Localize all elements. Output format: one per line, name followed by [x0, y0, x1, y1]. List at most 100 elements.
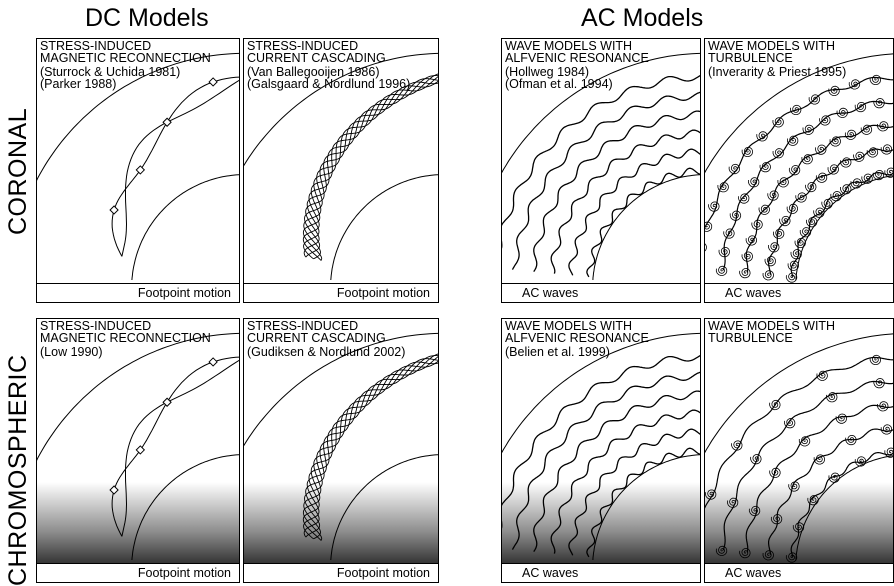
turbulent-field-line	[790, 452, 893, 558]
vortex-swirl	[853, 151, 865, 162]
vortex-swirl	[877, 121, 889, 132]
panel-footer: Footpoint motion	[244, 563, 438, 582]
reconnection-diamond	[162, 397, 172, 407]
panel-chromospheric-reconnection: STRESS-INDUCED MAGNETIC RECONNECTION(Low…	[36, 318, 240, 583]
vortex-swirl	[705, 489, 717, 500]
vortex-swirl	[767, 190, 779, 201]
vortex-swirl	[798, 436, 811, 447]
field-line-2	[121, 359, 239, 537]
vortex-swirl	[777, 177, 789, 188]
braided-strand	[303, 75, 438, 260]
vortex-swirl	[808, 94, 821, 105]
vortex-swirl	[794, 237, 806, 248]
field-line-1	[111, 356, 239, 537]
inner-boundary-arc	[131, 454, 239, 561]
vortex-swirl	[762, 270, 774, 281]
footer-label: AC waves	[725, 566, 782, 580]
wave-field-line	[533, 110, 700, 272]
braided-strand	[303, 80, 438, 260]
braided-strand	[304, 73, 438, 258]
wave-field-line	[586, 167, 700, 278]
reconnection-diamond	[109, 205, 119, 215]
field-line-2	[121, 79, 239, 257]
wave-field-line	[533, 390, 700, 552]
wave-field-line	[550, 409, 700, 554]
panel-footer: AC waves	[705, 563, 893, 582]
vortex-swirl	[827, 164, 839, 175]
vortex-swirl	[844, 129, 857, 140]
panel-coronal-turbulence: WAVE MODELS WITH TURBULENCE(Inverarity &…	[704, 38, 894, 303]
reconnection-diamond	[135, 445, 146, 455]
turbulent-field-line	[722, 380, 893, 551]
turbulent-field-line	[768, 428, 893, 555]
footer-label: Footpoint motion	[137, 566, 231, 580]
vortex-swirl	[758, 204, 770, 215]
vortex-swirl	[786, 135, 799, 146]
turbulent-field-line	[705, 356, 893, 509]
vortex-swirl	[786, 203, 799, 214]
vortex-swirl	[884, 447, 893, 458]
vortex-swirl	[815, 144, 827, 155]
outer-boundary-arc	[244, 52, 438, 167]
vortex-swirl	[715, 545, 728, 556]
vortex-swirl	[869, 354, 882, 365]
braided-strand	[304, 353, 438, 538]
vortex-swirl	[741, 146, 754, 157]
reconnection-diamond	[109, 485, 119, 495]
outer-boundary-arc	[502, 52, 700, 174]
vortex-swirl	[848, 79, 861, 90]
vortex-swirl	[861, 173, 873, 184]
vortex-swirl	[738, 193, 750, 204]
vortex-swirl	[880, 144, 892, 155]
braided-strand	[303, 356, 438, 538]
reconnection-diamond	[135, 165, 146, 175]
vortex-swirl	[880, 424, 892, 435]
vortex-swirl	[750, 454, 762, 465]
vortex-swirl	[745, 235, 758, 246]
braided-strand	[302, 81, 438, 261]
vortex-swirl	[788, 165, 801, 176]
footer-label: AC waves	[522, 286, 579, 300]
panel-references: (Inverarity & Priest 1995)	[708, 65, 847, 79]
panel-title: WAVE MODELS WITH TURBULENCE	[708, 39, 836, 65]
vortex-swirl	[821, 198, 833, 209]
wave-field-line	[502, 75, 700, 249]
panel-footer: AC waves	[502, 563, 700, 582]
braided-strand	[303, 360, 438, 540]
panel-references: (Low 1990)	[40, 345, 103, 359]
vortex-swirl	[764, 256, 776, 267]
vortex-swirl	[813, 207, 825, 218]
vortex-swirl	[731, 440, 743, 451]
field-line-1	[111, 76, 239, 257]
vortex-swirl	[830, 191, 842, 202]
vortex-swirl	[739, 547, 751, 559]
panel-coronal-reconnection: STRESS-INDUCED MAGNETIC RECONNECTION(Stu…	[36, 38, 240, 303]
vortex-swirl	[854, 101, 867, 113]
panel-diagram	[244, 332, 438, 561]
vortex-swirl	[785, 552, 798, 563]
panel-diagram	[502, 332, 700, 561]
vortex-swirl	[727, 497, 739, 508]
outer-boundary-arc	[705, 53, 893, 174]
panel-coronal-resonance: WAVE MODELS WITH ALFVENIC RESONANCE(Holl…	[501, 38, 701, 303]
row-label-coronal: CORONAL	[4, 107, 32, 235]
vortex-swirl	[739, 267, 751, 279]
footer-label: Footpoint motion	[336, 286, 430, 300]
panel-references: (Hollweg 1984) (Ofman et al. 1994)	[505, 65, 613, 91]
panel-diagram	[502, 52, 700, 281]
vortex-swirl	[718, 246, 730, 258]
panel-references: (Gudiksen & Nordlund 2002)	[247, 345, 406, 359]
vortex-swirl	[729, 210, 742, 221]
inner-boundary-arc	[592, 454, 700, 561]
wave-field-line	[568, 428, 700, 556]
vortex-swirl	[772, 117, 784, 128]
vortex-swirl	[762, 550, 774, 561]
vortex-swirl	[799, 227, 812, 238]
wave-field-line	[511, 91, 700, 270]
vortex-swirl	[836, 107, 848, 118]
outer-boundary-arc	[244, 332, 438, 447]
panel-diagram	[705, 333, 893, 563]
outer-boundary-arc	[37, 332, 239, 461]
